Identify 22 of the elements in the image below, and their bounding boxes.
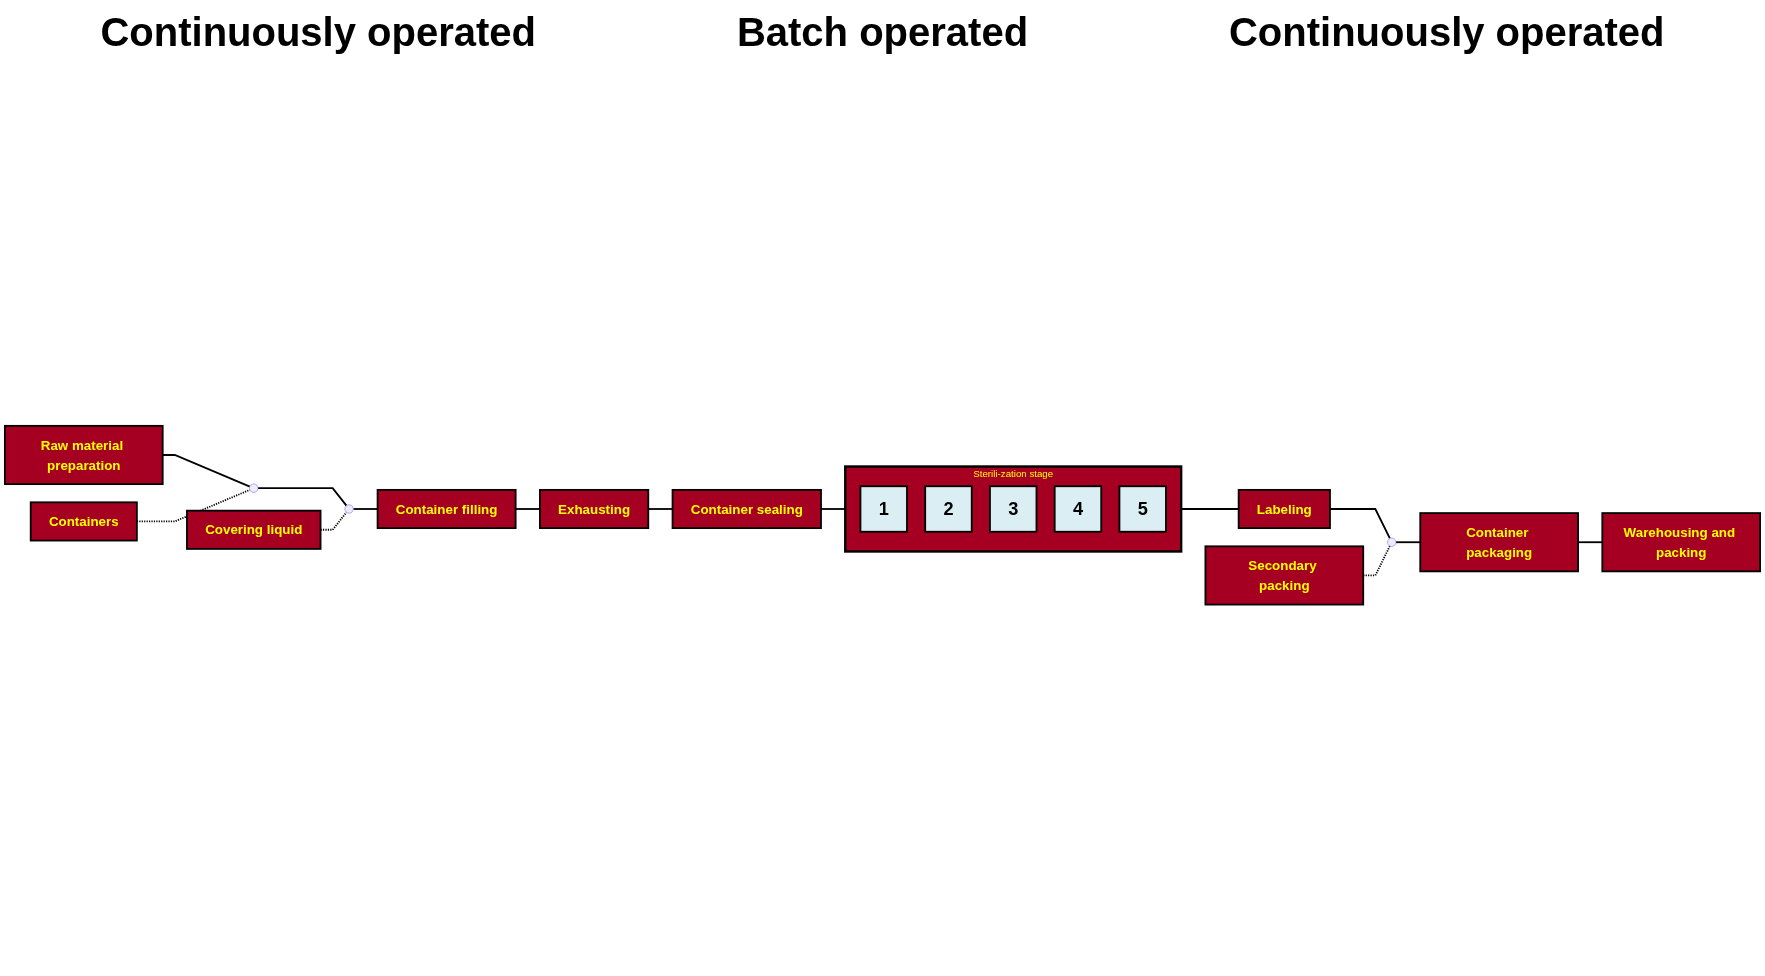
node-box: Covering liquid (186, 510, 322, 551)
node-box: Exhausting (539, 489, 650, 530)
node-box: Container sealing (671, 489, 822, 530)
node-box: Container packaging (1419, 512, 1579, 573)
node-box: Labeling (1237, 489, 1331, 530)
section-heading: Batch operated (736, 10, 1029, 55)
node-circle (344, 504, 354, 514)
node-box: Warehousing and packing (1601, 512, 1761, 573)
node-box: 2 (924, 485, 973, 533)
node-box: 1 (859, 485, 908, 533)
node-box: Raw material preparation (3, 425, 164, 486)
section-heading: Continuously operated (100, 10, 536, 55)
node-circle (1387, 537, 1397, 548)
node-box: Container filling (376, 489, 517, 530)
node-box: 5 (1118, 485, 1167, 533)
node-circle (249, 483, 259, 494)
node-box: Secondary packing (1204, 545, 1365, 606)
connector (257, 487, 348, 507)
section-heading: Continuously operated (1228, 10, 1665, 55)
node-box: Containers (29, 501, 138, 542)
node-box: 3 (989, 485, 1038, 533)
node-box: 4 (1053, 485, 1103, 533)
